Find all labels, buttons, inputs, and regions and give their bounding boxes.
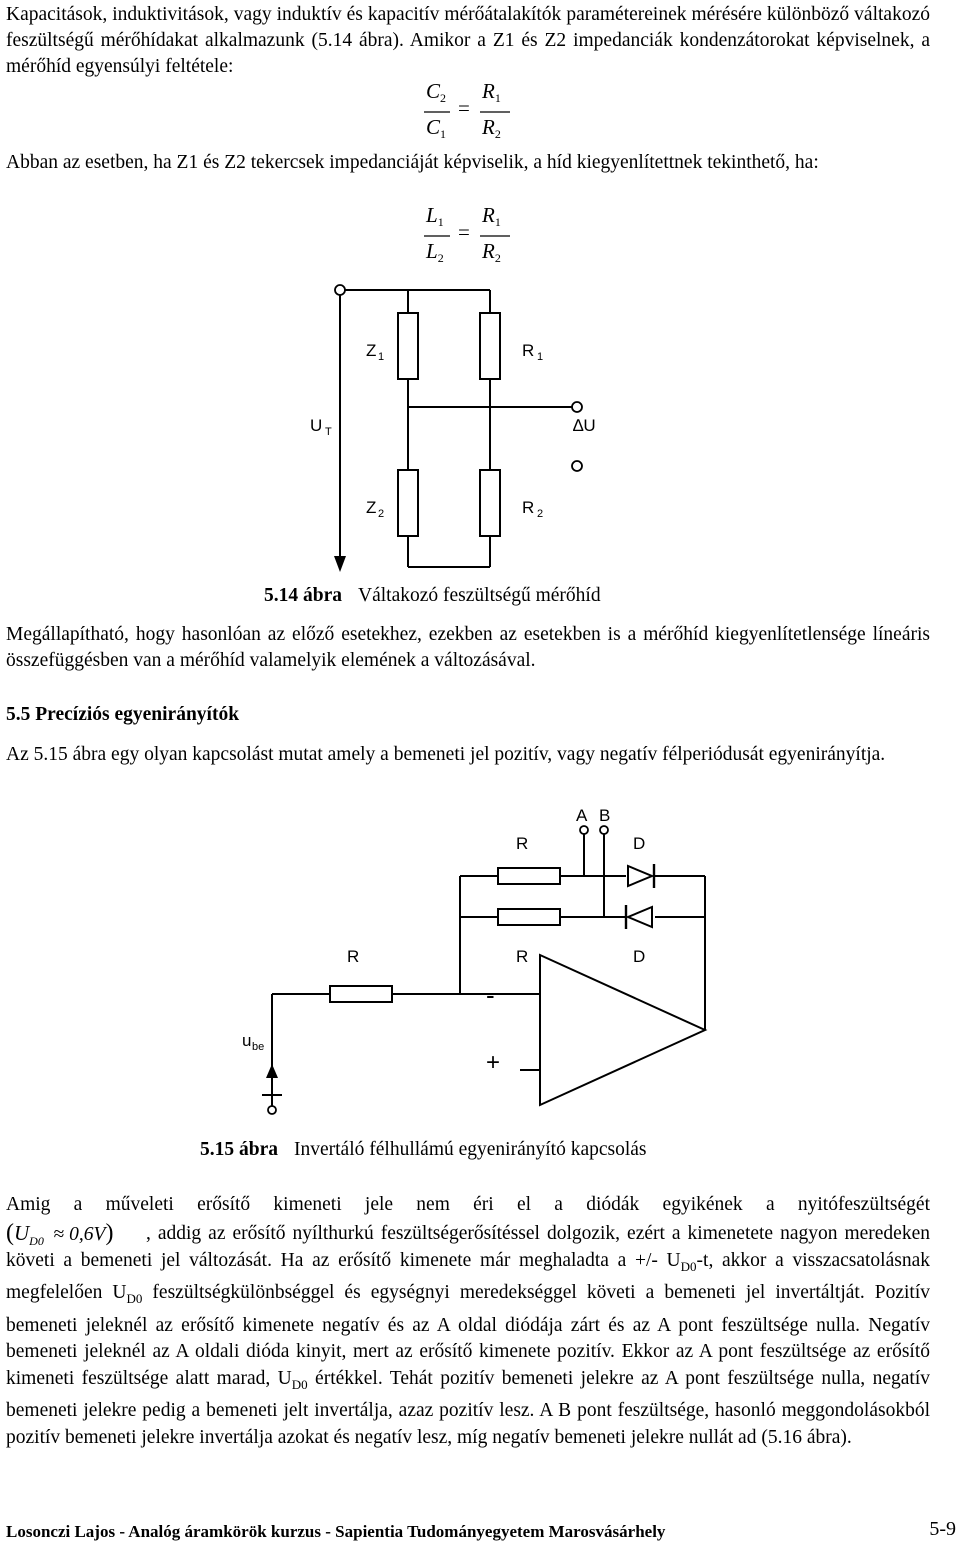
paragraph-rectifier-intro: Az 5.15 ábra egy olyan kapcsolást mutat … [6,744,886,765]
label-ut-sub: T [325,426,332,438]
equation-inductor-balance: L1 L2 = R1 R2 [424,203,510,265]
diode-d-bottom [625,905,653,929]
opamp-triangle [539,953,708,1107]
label-ut: U [310,416,322,435]
terminal-delta-u-top [571,401,583,413]
page-number: 5-9 [929,1518,956,1540]
diode-d-top [627,864,655,888]
resistor-r-feedback-a [497,867,561,885]
paragraph-operation-formula-line: (UD0 ≈ 0,6V) [6,1220,114,1248]
paragraph-linearity: Megállapítható, hogy hasonlóan az előző … [6,624,930,671]
label-r2: R [522,498,534,517]
label-r-top: R [516,834,528,853]
label-r-mid: R [516,947,528,966]
terminal-b [599,825,609,835]
label-z1-sub: 1 [378,351,384,363]
page-footer: Losonczi Lajos - Analóg áramkörök kurzus… [6,1522,666,1541]
label-r-input: R [347,947,359,966]
resistor-r-feedback-b [497,908,561,926]
resistor-r2 [479,469,501,537]
terminal-top-left [334,284,346,296]
label-z1: Z [366,341,376,360]
paragraph-operation-body: , addig az erősítő nyílthurkú feszültség… [6,1223,931,1448]
terminal-input [267,1105,277,1115]
terminal-delta-u-bottom [571,460,583,472]
label-u-be: u [242,1031,251,1050]
label-z2: Z [366,498,376,517]
label-d-mid: D [633,947,645,966]
label-delta-u: ∆U [573,416,596,435]
paragraph-intro: Kapacitások, induktivitások, vagy indukt… [6,4,930,77]
label-inverting-input: - [486,980,495,1010]
equation-capacitor-balance: C2 C1 = R1 R2 [424,79,510,141]
label-r1-sub: 1 [537,351,543,363]
label-b: B [599,806,610,825]
label-z2-sub: 2 [378,508,384,520]
paragraph-inductor: Abban az esetben, ha Z1 és Z2 tekercsek … [6,152,819,173]
terminal-a [579,825,589,835]
impedance-z2 [397,469,419,537]
paragraph-operation-line1: Amig a műveleti erősítő kimeneti jele ne… [6,1194,930,1215]
bridge-circuit-diagram: Z 1 R 1 U T ∆U Z 2 R 2 [310,284,596,572]
label-d-top: D [633,834,645,853]
rectifier-circuit-diagram: A B R D R R D - + u be [242,806,708,1115]
resistor-r1 [479,312,501,380]
resistor-r-input [329,985,393,1003]
impedance-z1 [397,312,419,380]
label-r2-sub: 2 [537,508,543,520]
input-arrow-head [266,1064,278,1078]
ut-arrow-head [334,556,346,572]
label-a: A [576,806,588,825]
section-heading: 5.5 Precíziós egyenirányítók [6,704,240,725]
label-r1: R [522,341,534,360]
label-noninverting-input: + [486,1049,500,1076]
label-u-be-sub: be [252,1041,264,1053]
